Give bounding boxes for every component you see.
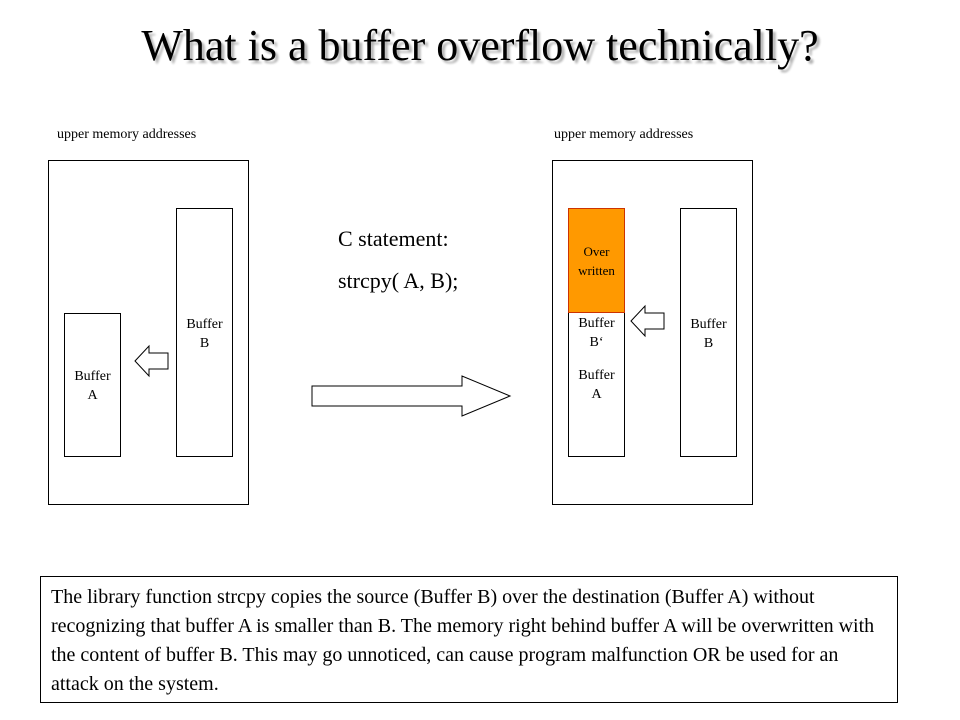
right-buffer-a-label-1: Buffer <box>578 368 615 383</box>
slide-title: What is a buffer overflow technically? <box>141 21 819 70</box>
right-buffer-b-label-1: Buffer <box>690 317 727 332</box>
left-buffer-b-label-2: B <box>199 336 210 351</box>
right-buffer-b-label-2: B <box>703 336 714 351</box>
overwritten-label-2: written <box>578 263 615 278</box>
left-buffer-b: Buffer B <box>176 208 233 457</box>
description-box: The library function strcpy copies the s… <box>40 576 898 703</box>
right-buffer-b-prime-label: Buffer B‘ <box>568 314 625 352</box>
left-memory-label: upper memory addresses <box>57 127 197 142</box>
statement-line-1: C statement: <box>338 226 449 251</box>
right-buffer-a-label-2: A <box>591 387 602 402</box>
left-buffer-b-label-1: Buffer <box>186 317 223 332</box>
buffer-b-prime-label-2: B‘ <box>589 335 604 350</box>
right-buffer-a-label: Buffer A <box>568 366 625 404</box>
right-memory-label: upper memory addresses <box>554 127 694 142</box>
overwritten-label-1: Over <box>583 244 610 259</box>
left-copy-arrow-icon <box>134 344 169 378</box>
transition-arrow-icon <box>311 375 512 417</box>
right-buffer-b: Buffer B <box>680 208 737 457</box>
overwritten-region: Over written <box>568 208 625 313</box>
right-copy-arrow-icon <box>630 304 665 338</box>
statement-line-2: strcpy( A, B); <box>338 268 459 293</box>
buffer-b-prime-label-1: Buffer <box>578 316 615 331</box>
left-buffer-a-label-1: Buffer <box>74 369 111 384</box>
left-buffer-a: Buffer A <box>64 313 121 457</box>
left-buffer-a-label-2: A <box>87 388 98 403</box>
